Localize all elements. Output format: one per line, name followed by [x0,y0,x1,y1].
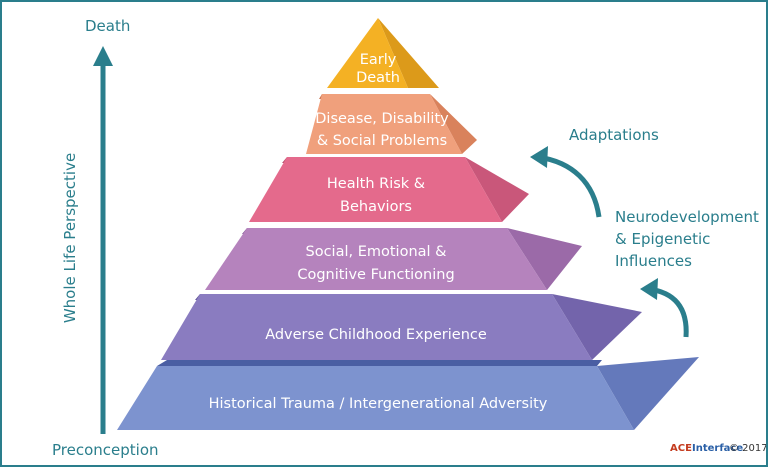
pyramid-tier-5: Adverse Childhood Experience [161,294,642,360]
tier-front-face [327,18,408,88]
neuro-arrowhead [640,278,658,300]
life-axis-arrowhead [93,46,113,66]
tier-top-ledge [157,360,602,366]
adaptations-label: Adaptations [569,126,659,144]
pyramid-tier-4: Social, Emotional & Cognitive Functioning [205,228,582,290]
axis-bottom-label: Preconception [52,441,159,459]
neuro-label-line-1: Neurodevelopment [615,208,759,226]
tier-label-line-2: Cognitive Functioning [297,267,454,283]
tier-label-line-2: Death [356,70,400,86]
tier-label-line-1: Historical Trauma / Intergenerational Ad… [209,396,548,412]
tier-front-face [205,228,547,290]
tier-label-line-1: Social, Emotional & [306,244,447,260]
tier-front-face [117,366,634,430]
tier-side-face [378,18,439,88]
tier-label-line-2: Behaviors [340,199,412,215]
neuro-label-line-3: Influences [615,252,692,270]
tier-side-face [430,94,477,154]
tier-label-line-2: & Social Problems [317,133,447,149]
tier-side-face [597,357,699,430]
pyramid-tier-3: Health Risk & Behaviors [249,157,529,222]
tier-label-line-1: Disease, Disability [315,111,449,127]
adaptations-arrowhead [530,146,548,168]
tier-side-face [552,294,642,360]
tier-label-line-1: Early [360,52,397,68]
pyramid-tier-2: Disease, Disability & Social Problems [306,94,477,154]
copyright-text: © 2017 [729,443,766,454]
axis-top-label: Death [85,17,130,35]
logo-ace-text: ACE [670,443,692,454]
adaptations-arrow [537,154,602,218]
ace-interface-logo: ACE Interface [670,443,743,454]
pyramid-tier-6: Historical Trauma / Intergenerational Ad… [117,357,699,430]
tier-label-line-1: Health Risk & [327,176,425,192]
life-axis [93,46,113,434]
axis-side-label: Whole Life Perspective [61,153,79,323]
logo-interface-text: Interface [692,443,743,454]
tier-side-face [465,157,529,222]
tier-label-line-1: Adverse Childhood Experience [265,327,487,343]
tier-front-face [249,157,502,222]
tier-front-face [161,294,592,360]
tier-side-face [507,228,582,290]
neuro-label-line-2: & Epigenetic [615,230,710,248]
tier-front-face [306,94,462,154]
